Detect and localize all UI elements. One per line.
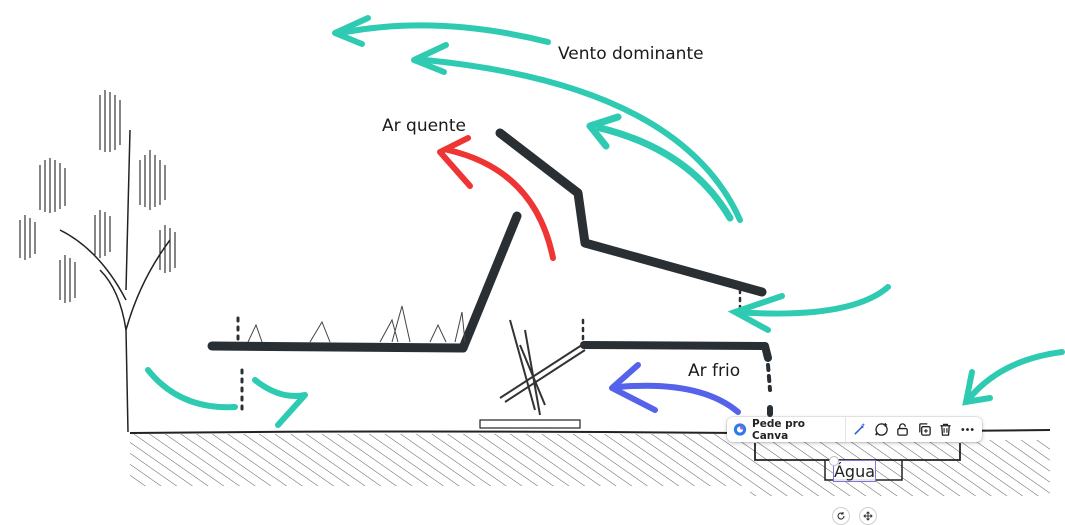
element-toolbar: Pede pro Canva (727, 417, 982, 442)
building-section (207, 128, 773, 417)
hot-air-label: Ar quente (382, 116, 466, 136)
hot-air-arrow (437, 135, 556, 261)
cold-air-label: Ar frio (688, 361, 741, 381)
ask-canva-label: Pede pro Canva (752, 417, 806, 442)
more-button[interactable] (956, 418, 978, 441)
ask-canva-button[interactable]: Pede pro Canva (731, 417, 846, 442)
move-button[interactable] (859, 507, 877, 525)
comment-button[interactable] (870, 418, 892, 441)
wind-label: Vento dominante (558, 44, 704, 64)
staircase (499, 319, 586, 416)
duplicate-button[interactable] (913, 418, 935, 441)
trash-icon (940, 423, 951, 436)
comment-icon (874, 422, 888, 436)
water-text-box[interactable]: Água (833, 460, 876, 482)
ground (129, 419, 1051, 496)
wind-arrows (145, 15, 1065, 428)
magic-edit-icon (854, 422, 866, 435)
delete-button[interactable] (935, 418, 957, 441)
duplicate-icon (918, 423, 931, 436)
rotate-icon (837, 512, 845, 520)
lock-button[interactable] (892, 418, 914, 441)
green-roof-plants (247, 305, 466, 343)
rotate-button[interactable] (832, 507, 850, 525)
lock-icon (897, 423, 908, 436)
water-label: Água (833, 461, 876, 481)
more-icon (961, 428, 974, 431)
magic-edit-button[interactable] (849, 418, 871, 441)
selection-handle[interactable] (829, 456, 839, 466)
tree-sketch (19, 90, 176, 433)
cold-air-arrow (609, 362, 741, 415)
canva-ai-icon (733, 423, 747, 436)
